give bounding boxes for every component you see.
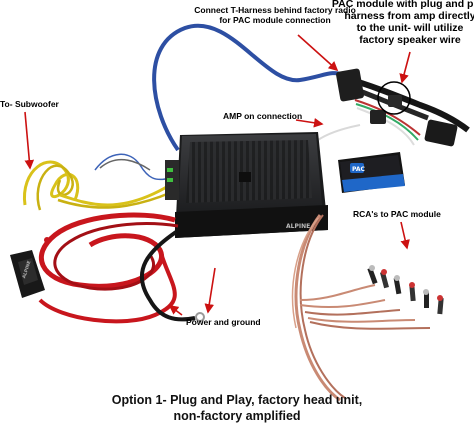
subwoofer-wires bbox=[23, 153, 173, 211]
pac-module-label: PAC module with plug and play harness fr… bbox=[331, 0, 474, 47]
fuse-brand-text: ALPINE bbox=[21, 260, 32, 279]
rca-label: RCA's to PAC module bbox=[353, 209, 441, 219]
caption-line-1: Option 1- Plug and Play, factory head un… bbox=[111, 393, 363, 407]
caption-line-2: non-factory amplified bbox=[173, 409, 301, 423]
arrow-power-ground bbox=[204, 267, 216, 314]
rca-plugs bbox=[367, 265, 444, 315]
pac-badge-text: PAC bbox=[352, 166, 365, 173]
amp-on-wire bbox=[317, 124, 361, 141]
rca-braided-cable bbox=[291, 214, 431, 402]
amplifier: ALPINE bbox=[165, 132, 328, 238]
t-harness-label: Connect T-Harness behind factory radio f… bbox=[194, 5, 356, 25]
arrow-amp-on bbox=[295, 118, 324, 128]
arrow-fuse bbox=[168, 305, 183, 316]
annotation-arrows bbox=[24, 34, 411, 316]
fuse-holder: ALPINE bbox=[10, 250, 45, 298]
amp-on-label: AMP on connection bbox=[223, 111, 303, 121]
t-harness-blue-cable bbox=[152, 23, 346, 152]
power-ground-cables bbox=[38, 212, 205, 324]
pac-module: PAC bbox=[338, 152, 405, 193]
arrow-rca bbox=[400, 221, 410, 250]
power-ground-label: Power and ground bbox=[186, 317, 261, 327]
arrow-t-harness bbox=[297, 34, 339, 72]
arrow-pac-module bbox=[399, 51, 411, 84]
arrow-subwoofer bbox=[24, 111, 35, 170]
factory-harness bbox=[336, 68, 470, 147]
amp-brand-text: ALPINE bbox=[286, 223, 310, 230]
subwoofer-label: To- Subwoofer bbox=[0, 99, 59, 109]
